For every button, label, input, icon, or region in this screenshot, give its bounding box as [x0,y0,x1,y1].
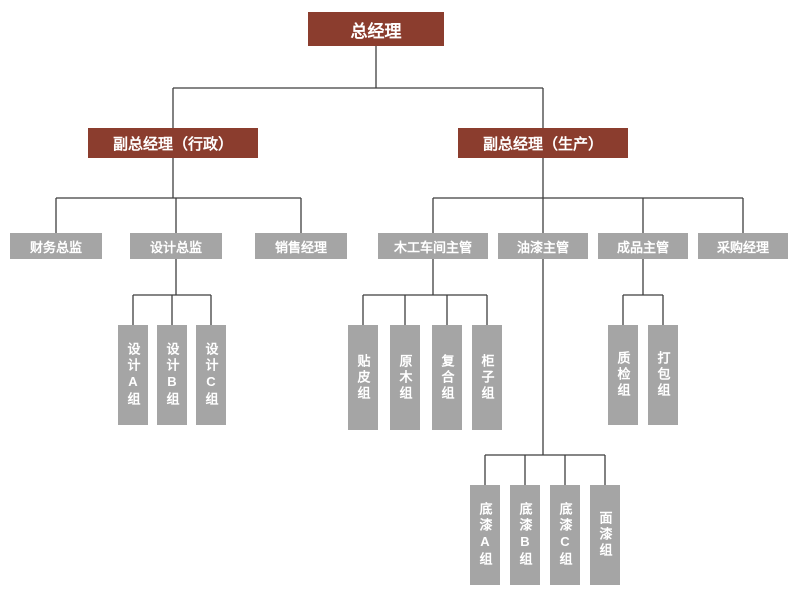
node-primer-group-c: 底漆C组 [550,485,580,585]
node-design-group-a: 设计A组 [118,325,148,425]
node-finance-director: 财务总监 [10,233,102,259]
node-cabinet-group: 柜子组 [472,325,502,430]
node-deputy-gm-admin: 副总经理（行政） [88,128,258,158]
node-paint-supervisor: 油漆主管 [498,233,588,259]
node-deputy-gm-production: 副总经理（生产） [458,128,628,158]
node-quality-check-group: 质检组 [608,325,638,425]
node-design-director: 设计总监 [130,233,222,259]
node-finished-goods-supervisor: 成品主管 [598,233,688,259]
node-design-group-c: 设计C组 [196,325,226,425]
node-topcoat-group: 面漆组 [590,485,620,585]
node-design-group-b: 设计B组 [157,325,187,425]
node-purchasing-manager: 采购经理 [698,233,788,259]
node-sales-manager: 销售经理 [255,233,347,259]
node-woodshop-supervisor: 木工车间主管 [378,233,488,259]
node-packing-group: 打包组 [648,325,678,425]
node-composite-group: 复合组 [432,325,462,430]
node-primer-group-a: 底漆A组 [470,485,500,585]
node-primer-group-b: 底漆B组 [510,485,540,585]
node-veneer-group: 贴皮组 [348,325,378,430]
node-general-manager: 总经理 [308,12,444,46]
node-raw-wood-group: 原木组 [390,325,420,430]
